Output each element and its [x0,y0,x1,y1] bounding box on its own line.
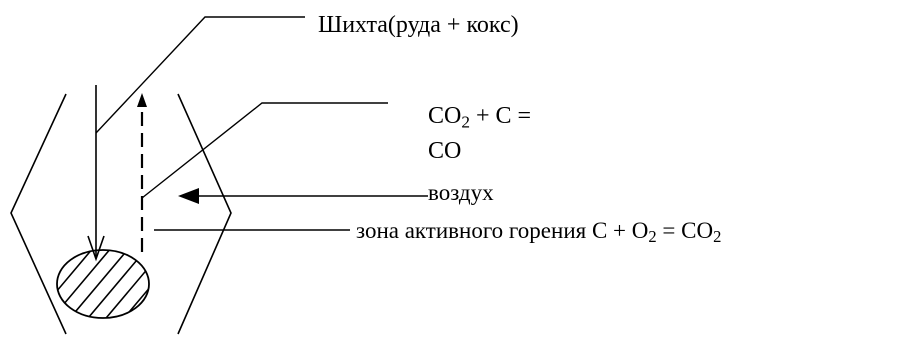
furnace-right-wall [177,93,232,335]
reaction-leader-line [141,102,388,199]
gas-up-arrowhead [137,93,147,107]
charge-label: Шихта(руда + кокс) [318,12,519,38]
combustion-zone-hatching [57,250,149,318]
charge-leader-line [95,16,305,134]
air-label: воздух [428,180,494,205]
combustion-zone-label: зона активного горения C + O2 = CO2 [356,218,722,247]
air-arrowhead [178,188,199,204]
combustion-zone-ellipse [56,249,150,319]
furnace-left-wall [10,93,67,335]
reaction-label-line1: CO2 + C = [428,103,532,132]
charge-down-arrowhead [87,235,105,262]
reaction-label-line2: CO [428,138,462,164]
